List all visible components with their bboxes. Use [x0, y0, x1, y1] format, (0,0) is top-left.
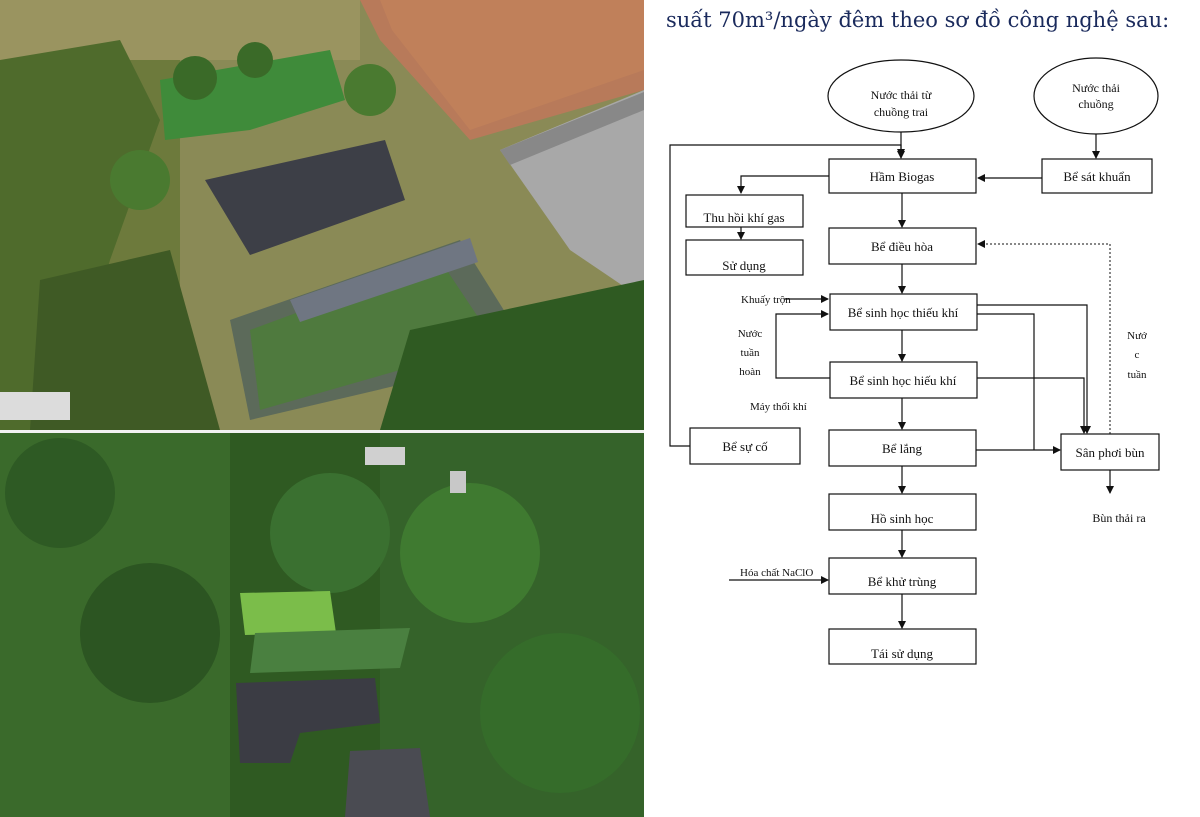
node-gas-recovery: Thu hồi khí gas — [685, 194, 804, 228]
node-gas-recovery-label: Thu hồi khí gas — [703, 210, 784, 225]
node-reuse: Tái sử dụng — [828, 628, 977, 665]
arrow-recirculation-loop — [775, 310, 830, 379]
label-recirc-right-3: tuần — [1128, 369, 1147, 381]
label-recirc-right-2: c — [1135, 349, 1140, 361]
node-source-farm-line1: Nước thải từ — [871, 88, 932, 102]
arrow-aerobic-to-sludge — [977, 377, 1088, 434]
node-incident-tank: Bể sự cố — [689, 427, 801, 465]
node-source-cage-line1: Nước thải — [1072, 81, 1121, 95]
arrow-anoxic-to-sludge — [977, 304, 1091, 434]
aerial-photo-forest — [0, 433, 644, 817]
node-sludge-bed: Sân phơi bùn — [1060, 433, 1160, 471]
node-sterilization-label: Bể khử trùng — [868, 574, 937, 589]
arrow-recirculation-return — [977, 240, 1111, 434]
node-use: Sử dụng — [685, 239, 804, 276]
node-disinfect-tank: Bể sát khuẩn — [1041, 158, 1153, 194]
line-anoxic-to-settling-side — [977, 313, 1035, 450]
node-anoxic: Bể sinh học thiếu khí — [829, 293, 978, 331]
node-anoxic-label: Bể sinh học thiếu khí — [848, 305, 959, 320]
label-mixing: Khuấy trộn — [741, 294, 791, 306]
node-aerobic: Bể sinh học hiếu khí — [829, 361, 978, 399]
node-disinfect-tank-label: Bể sát khuẩn — [1063, 169, 1131, 184]
arrow-biogas-to-gas — [737, 175, 829, 194]
label-recirc-water-3: hoàn — [739, 366, 761, 378]
label-chemical: Hóa chất NaClO — [740, 567, 813, 579]
diagram-title: suất 70m³/ngày đêm theo sơ đồ công nghệ … — [666, 8, 1170, 32]
node-source-farm: Nước thải từ chuồng trai — [827, 59, 975, 133]
node-bio-pond-label: Hồ sinh học — [871, 511, 934, 526]
label-recirc-water-1: Nước — [738, 328, 763, 340]
flow-arrows — [669, 132, 1114, 629]
node-equalization: Bể điều hòa — [828, 227, 977, 265]
node-source-cage-line2: chuồng — [1078, 97, 1113, 111]
label-sludge-out: Bùn thải ra — [1092, 511, 1146, 525]
node-sludge-bed-label: Sân phơi bùn — [1076, 445, 1145, 460]
label-blower: Máy thổi khí — [750, 401, 807, 413]
node-biogas: Hầm Biogas — [828, 158, 977, 194]
node-biogas-label: Hầm Biogas — [870, 169, 935, 184]
node-source-cage: Nước thải chuồng — [1033, 57, 1159, 135]
node-aerobic-label: Bể sinh học hiếu khí — [850, 373, 957, 388]
label-recirc-water-2: tuần — [741, 347, 760, 359]
node-settling-label: Bể lắng — [882, 441, 923, 456]
node-sterilization: Bể khử trùng — [828, 557, 977, 595]
photo-divider — [0, 430, 644, 433]
node-settling: Bể lắng — [828, 429, 977, 467]
node-reuse-label: Tái sử dụng — [871, 646, 933, 661]
node-equalization-label: Bể điều hòa — [871, 239, 933, 254]
node-incident-tank-label: Bể sự cố — [722, 439, 768, 454]
arrow-incident-to-biogas — [669, 144, 905, 447]
node-use-label: Sử dụng — [722, 258, 766, 273]
node-source-farm-line2: chuồng trai — [874, 105, 929, 119]
flow-chart: Nước thải từ chuồng trai Nước thải chuồn… — [669, 57, 1160, 665]
aerial-photo-ponds — [0, 0, 644, 430]
node-bio-pond: Hồ sinh học — [828, 493, 977, 531]
label-recirc-right-1: Nướ — [1127, 330, 1147, 342]
process-flow-diagram: suất 70m³/ngày đêm theo sơ đồ công nghệ … — [644, 0, 1200, 817]
